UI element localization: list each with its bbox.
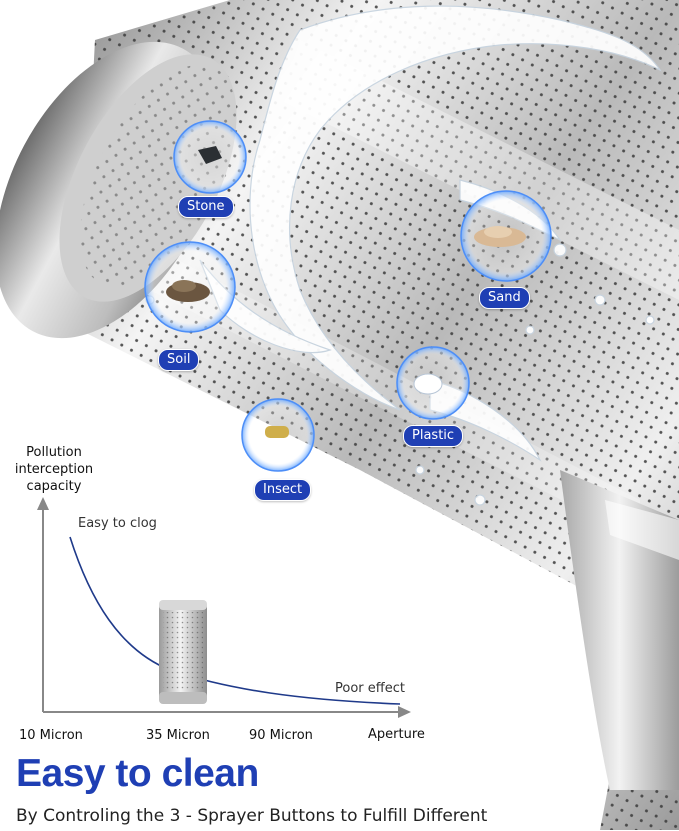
plastic-icon [413, 373, 443, 395]
label-soil: Soil [158, 349, 200, 371]
y-axis-title: Pollution interception capacity [8, 444, 100, 495]
y-axis-title-line-3: capacity [26, 479, 82, 494]
x-tick-label: 90 Micron [249, 728, 313, 743]
stone-bubble [173, 120, 247, 194]
subline: By Controling the 3 - Sprayer Buttons to… [16, 806, 488, 826]
x-tick-label: 10 Micron [19, 728, 83, 743]
y-axis-title-line-2: interception [14, 462, 94, 477]
label-insect: Insect [254, 479, 312, 501]
x-axis-arrow [398, 706, 411, 718]
mini-filter-image [159, 600, 207, 704]
right-end-cap [560, 470, 679, 790]
label-stone: Stone [178, 196, 234, 218]
stone-icon [198, 146, 222, 164]
plastic-bubble [396, 346, 470, 420]
label-plastic: Plastic [403, 425, 464, 447]
insect-icon [265, 426, 289, 438]
soil-bubble [144, 241, 236, 333]
y-axis-title-line-1: Pollution [26, 445, 82, 460]
annotation-poor-effect: Poor effect [335, 681, 405, 696]
insect-bubble [241, 398, 315, 472]
sand-bubble [460, 190, 552, 282]
x-axis-title: Aperture [368, 727, 425, 742]
x-tick-label: 35 Micron [146, 728, 210, 743]
chart-axes [37, 497, 411, 718]
y-axis-arrow [37, 497, 49, 510]
headline: Easy to clean [16, 752, 259, 795]
label-sand: Sand [479, 287, 530, 309]
annotation-easy-to-clog: Easy to clog [78, 516, 157, 531]
